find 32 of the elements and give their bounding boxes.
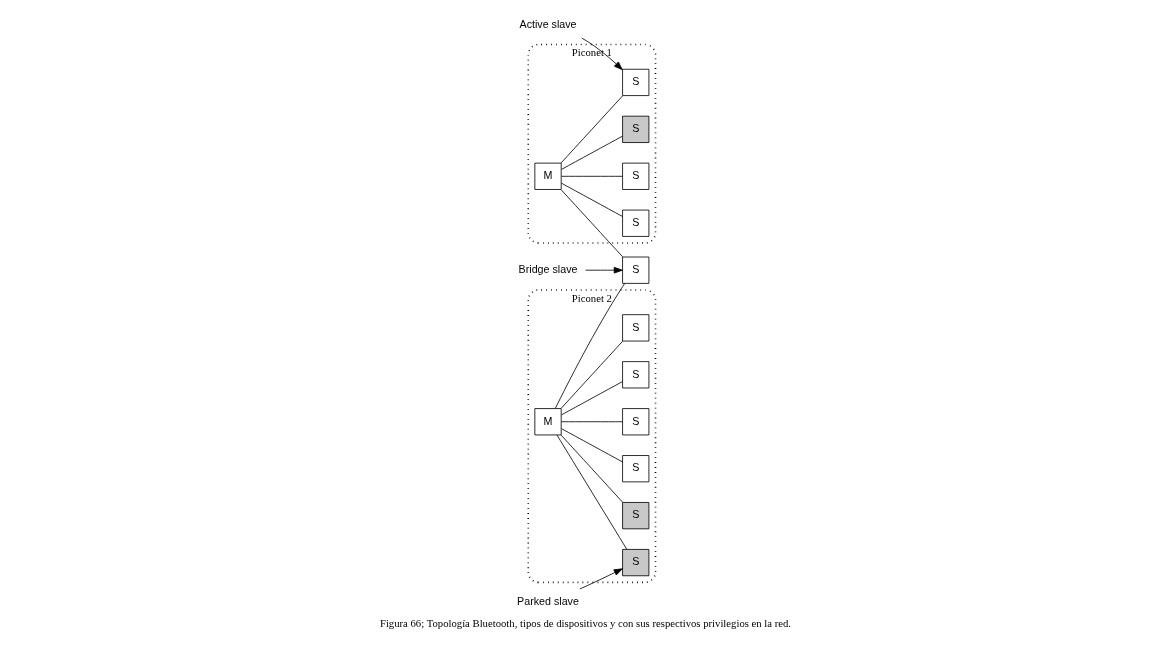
node-box: M: [533, 408, 562, 436]
connector: [554, 282, 625, 409]
node-box: S: [621, 209, 649, 237]
arrow: [580, 37, 623, 71]
arrow: [584, 266, 623, 274]
arrow: [578, 568, 623, 590]
node-text: Active slave: [519, 17, 577, 30]
connector: [560, 381, 623, 416]
connector: [560, 135, 623, 170]
node-box: S: [621, 408, 649, 436]
connector: [556, 434, 627, 550]
connector: [560, 340, 623, 409]
node-box: S: [621, 502, 649, 530]
connector: [560, 175, 623, 177]
node-text: Bridge slave: [518, 263, 577, 275]
node-box: S: [621, 455, 649, 483]
node-box: S: [621, 256, 649, 284]
node-box: M: [533, 162, 562, 190]
node-box: S: [621, 314, 649, 342]
connector: [560, 434, 623, 503]
node-box: S: [621, 68, 649, 96]
connector: [560, 189, 623, 258]
connector: [560, 428, 623, 463]
node-box: S: [621, 162, 649, 190]
node-text: Parked slave: [516, 594, 579, 607]
connector: [560, 95, 623, 164]
node-box: S: [621, 549, 649, 577]
node-box: S: [621, 115, 649, 143]
caption: Figura 66; Topología Bluetooth, tipos de dispositivos y con sus respectivos privilegios en la red.: [379, 617, 791, 630]
node-box: S: [621, 361, 649, 389]
connector: [560, 421, 623, 423]
connector: [560, 182, 623, 217]
